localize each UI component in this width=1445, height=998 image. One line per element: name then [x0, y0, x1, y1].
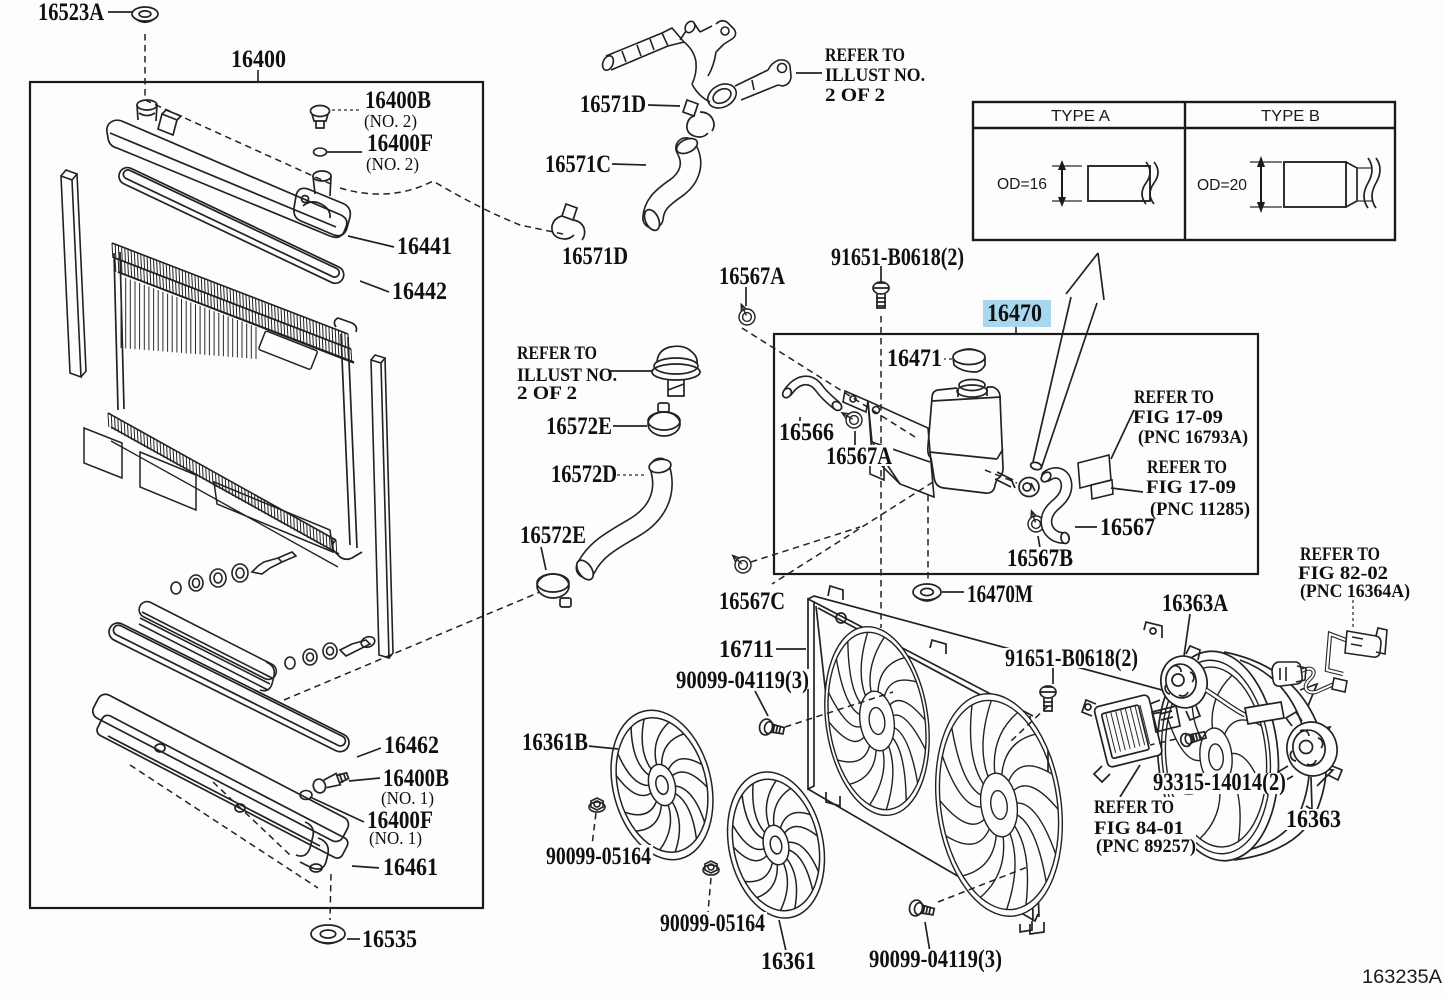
svg-text:(NO. 1): (NO. 1): [369, 828, 422, 849]
svg-text:16567C: 16567C: [719, 588, 785, 615]
svg-text:91651-B0618(2): 91651-B0618(2): [831, 244, 964, 271]
svg-text:REFER TO: REFER TO: [1300, 544, 1380, 565]
svg-text:90099-04119(3): 90099-04119(3): [869, 946, 1002, 973]
svg-text:(PNC 89257): (PNC 89257): [1096, 836, 1196, 857]
svg-text:REFER TO: REFER TO: [825, 45, 905, 66]
svg-text:16442: 16442: [392, 278, 447, 305]
svg-text:16361B: 16361B: [522, 729, 588, 756]
svg-text:93315-14014(2): 93315-14014(2): [1153, 769, 1286, 796]
svg-text:16567B: 16567B: [1007, 545, 1073, 572]
svg-text:(PNC 11285): (PNC 11285): [1150, 499, 1250, 520]
svg-text:16572D: 16572D: [551, 461, 617, 488]
svg-text:REFER TO: REFER TO: [517, 343, 597, 364]
svg-text:ILLUST NO.: ILLUST NO.: [825, 65, 925, 86]
svg-text:OD=16: OD=16: [997, 176, 1047, 193]
svg-text:16361: 16361: [761, 948, 816, 975]
svg-text:16571D: 16571D: [580, 91, 646, 118]
svg-text:2 OF 2: 2 OF 2: [825, 85, 885, 106]
svg-text:90099-04119(3): 90099-04119(3): [676, 667, 809, 694]
svg-text:16400B: 16400B: [383, 765, 449, 792]
svg-text:FIG 82-02: FIG 82-02: [1298, 563, 1388, 584]
svg-text:FIG 17-09: FIG 17-09: [1133, 407, 1223, 428]
svg-text:(PNC 16793A): (PNC 16793A): [1138, 427, 1248, 448]
svg-text:16363A: 16363A: [1162, 590, 1228, 617]
svg-text:163235A: 163235A: [1362, 967, 1442, 988]
svg-text:16566: 16566: [779, 419, 834, 446]
svg-text:(PNC 16364A): (PNC 16364A): [1300, 581, 1410, 602]
svg-text:REFER TO: REFER TO: [1134, 387, 1214, 408]
svg-text:FIG 17-09: FIG 17-09: [1146, 477, 1236, 498]
svg-text:16471: 16471: [887, 345, 942, 372]
svg-text:16400F: 16400F: [367, 130, 433, 157]
svg-text:TYPE B: TYPE B: [1261, 108, 1320, 125]
svg-text:2 OF 2: 2 OF 2: [517, 383, 577, 404]
svg-text:16567A: 16567A: [826, 443, 892, 470]
svg-text:TYPE A: TYPE A: [1051, 108, 1110, 125]
svg-text:16567A: 16567A: [719, 263, 785, 290]
svg-text:16535: 16535: [362, 926, 417, 953]
svg-text:16523A: 16523A: [38, 0, 104, 26]
svg-text:16400: 16400: [231, 46, 286, 73]
svg-text:OD=20: OD=20: [1197, 177, 1247, 194]
svg-text:16363: 16363: [1286, 806, 1341, 833]
svg-text:16461: 16461: [383, 854, 438, 881]
svg-text:90099-05164: 90099-05164: [546, 843, 651, 870]
svg-text:REFER TO: REFER TO: [1094, 797, 1174, 818]
svg-text:16571D: 16571D: [562, 243, 628, 270]
svg-text:16572E: 16572E: [546, 413, 612, 440]
svg-text:16441: 16441: [397, 233, 452, 260]
svg-text:16572E: 16572E: [520, 522, 586, 549]
svg-text:90099-05164: 90099-05164: [660, 910, 765, 937]
svg-text:(NO. 2): (NO. 2): [366, 154, 419, 175]
svg-text:16400B: 16400B: [365, 87, 431, 114]
svg-text:REFER TO: REFER TO: [1147, 457, 1227, 478]
svg-text:16470: 16470: [987, 300, 1042, 327]
svg-text:91651-B0618(2): 91651-B0618(2): [1005, 645, 1138, 672]
svg-text:(NO. 2): (NO. 2): [364, 111, 417, 132]
svg-text:16567: 16567: [1100, 514, 1155, 541]
svg-text:16711: 16711: [719, 636, 774, 663]
svg-text:ILLUST NO.: ILLUST NO.: [517, 365, 617, 386]
svg-text:16571C: 16571C: [545, 151, 611, 178]
svg-text:16470M: 16470M: [967, 581, 1033, 608]
svg-text:16462: 16462: [384, 732, 439, 759]
svg-text:(NO. 1): (NO. 1): [381, 788, 434, 809]
svg-text:16400F: 16400F: [367, 807, 433, 834]
svg-text:FIG 84-01: FIG 84-01: [1094, 818, 1184, 839]
